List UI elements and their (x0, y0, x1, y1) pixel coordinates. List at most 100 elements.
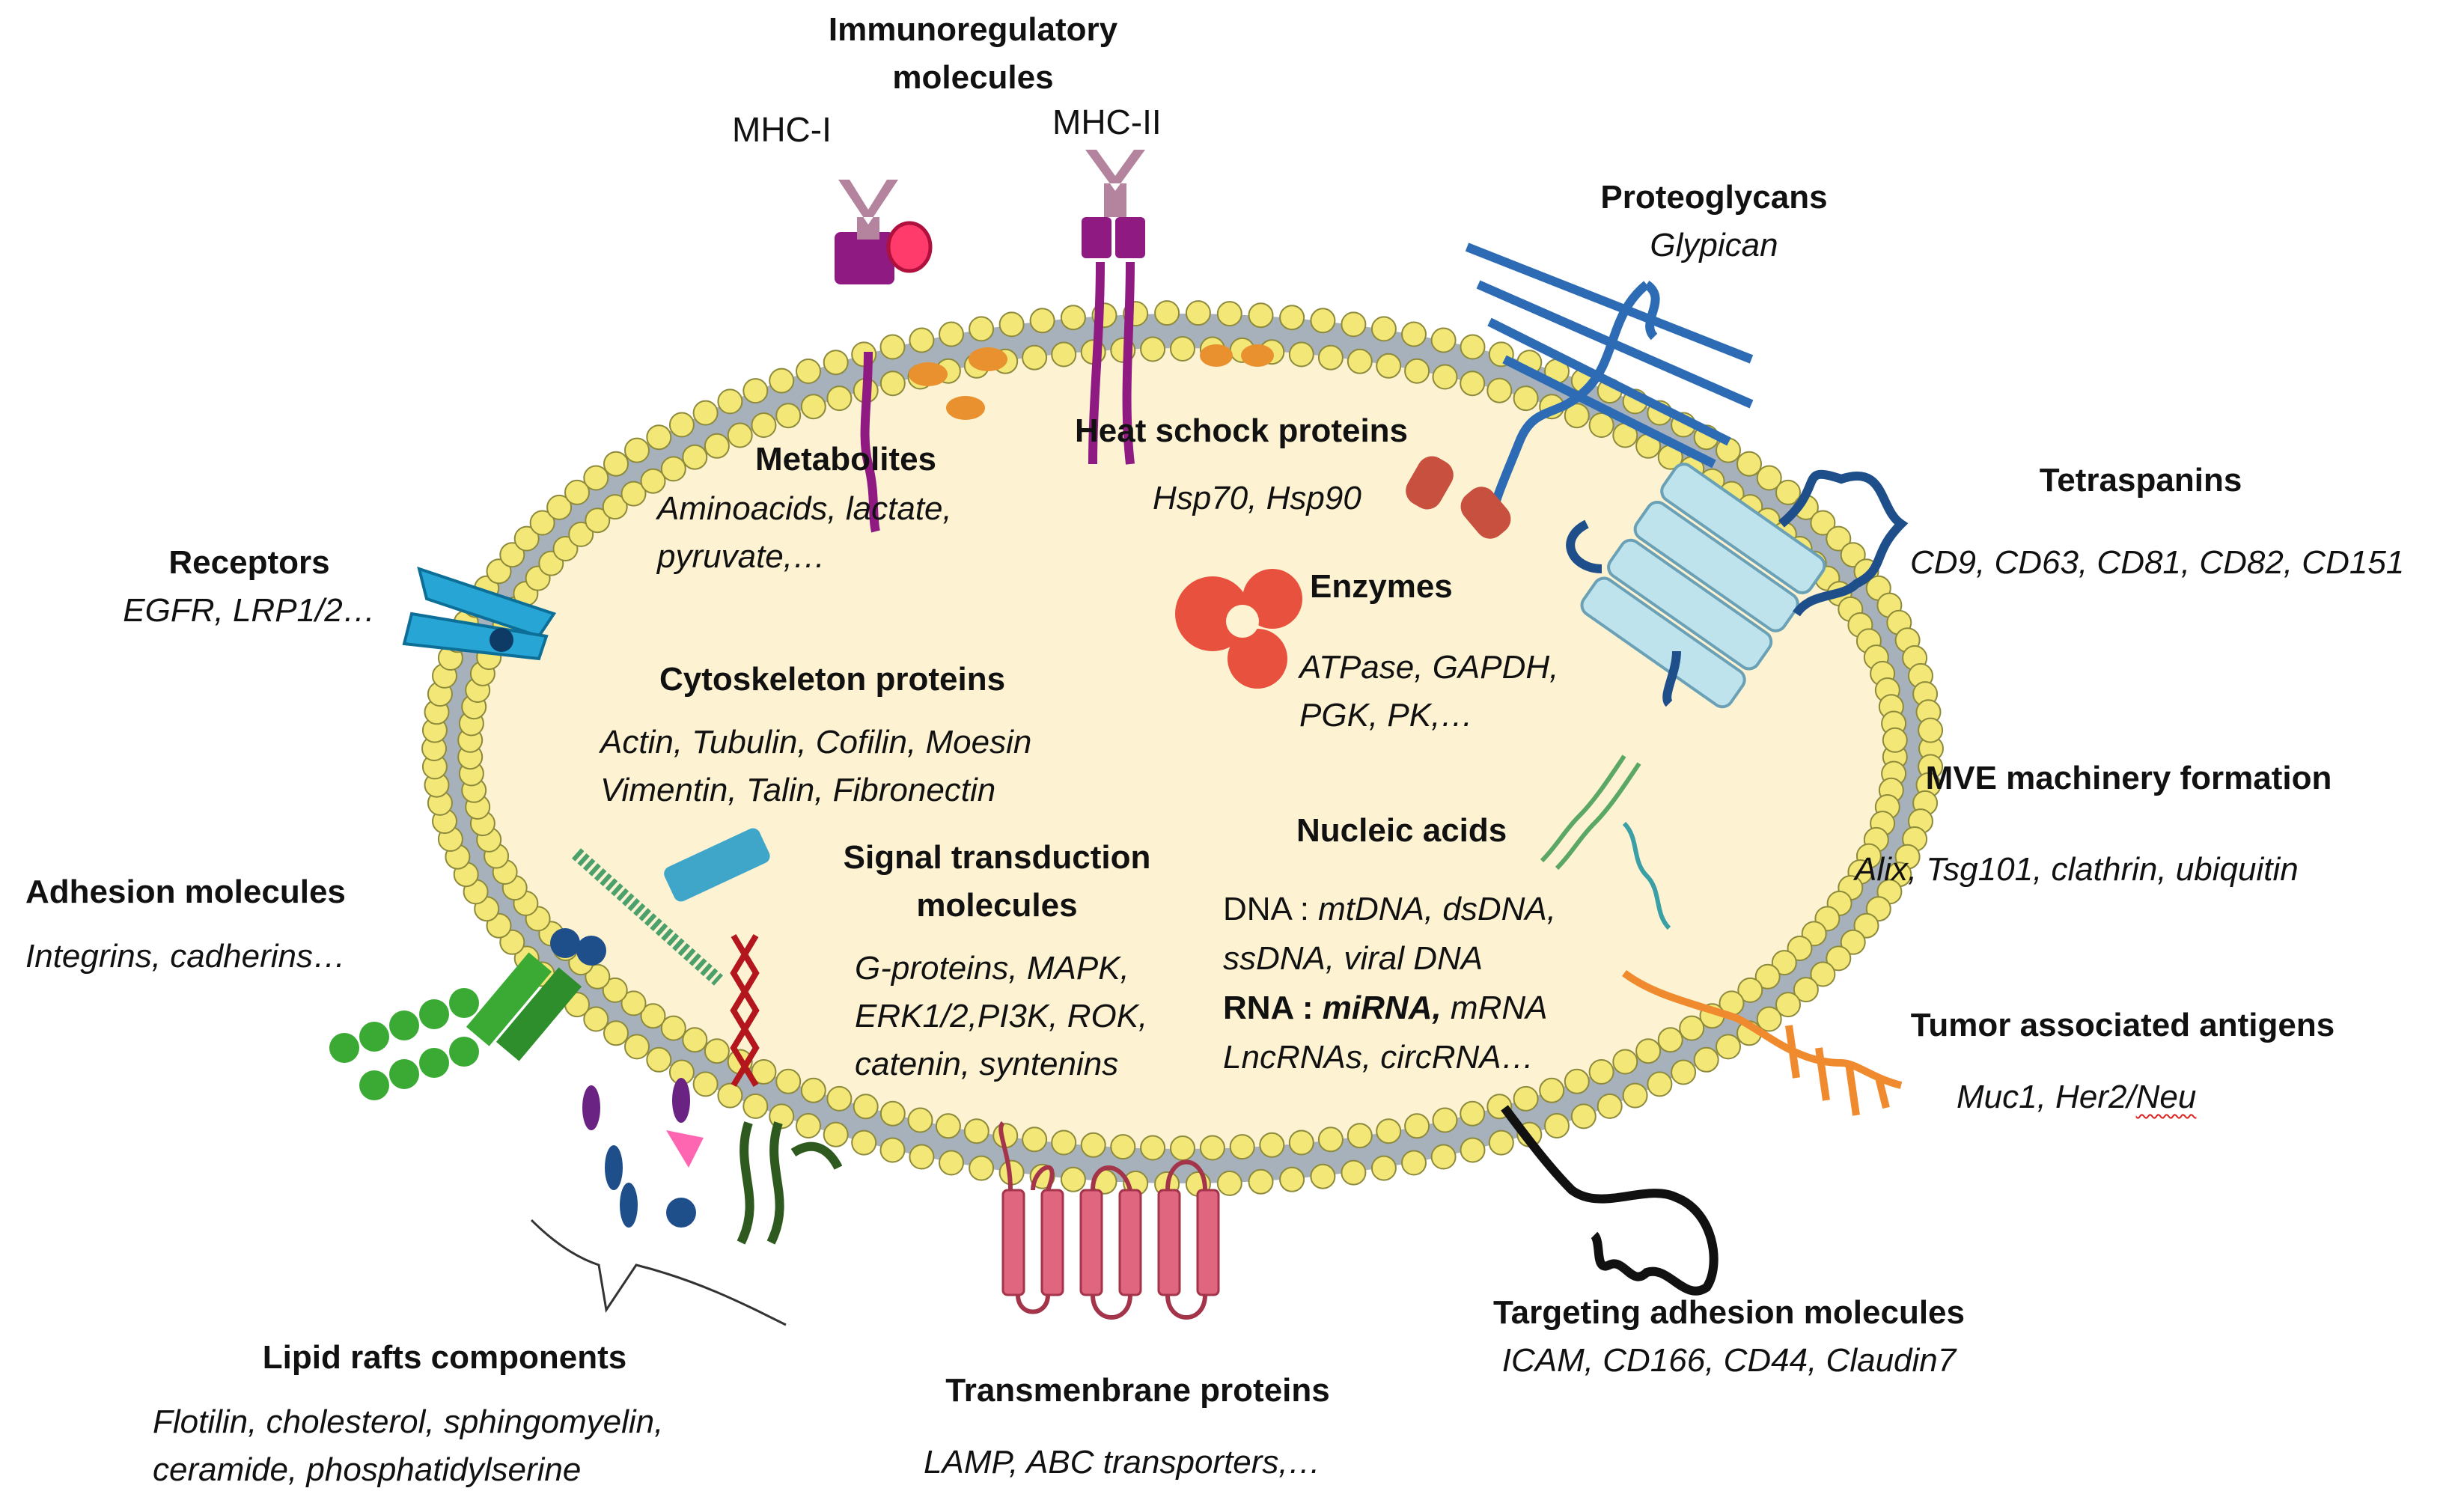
lipid-head (1279, 305, 1305, 331)
lipid-head (1248, 302, 1274, 329)
lipid-head (1051, 1130, 1077, 1156)
lipid-head (1060, 1166, 1086, 1192)
lipid-head (1460, 1137, 1486, 1163)
signal-title-2: molecules (916, 887, 1078, 924)
lipid-head (1279, 1166, 1305, 1192)
lipid-head (909, 1144, 935, 1170)
lipid-head (1679, 1015, 1705, 1041)
microtubule (664, 828, 770, 902)
lipid-head (1347, 1123, 1373, 1149)
lipid-head (775, 1068, 802, 1094)
lipid-head (1140, 336, 1166, 362)
adhesion-title: Adhesion molecules (25, 874, 346, 910)
lipid-head (583, 465, 609, 491)
immunoregulatory-title-1: Immunoregulatory (828, 11, 1118, 48)
lipid-head (1029, 308, 1055, 334)
lipid-head (646, 1046, 672, 1073)
lipid-head (646, 424, 672, 451)
tumor-sub-a: Muc1, Her2/ (1957, 1079, 2136, 1115)
lipid-head (1341, 311, 1367, 338)
hsp-proteins (1406, 456, 1511, 539)
targeting-sub: ICAM, CD166, CD44, Claudin7 (1501, 1342, 1957, 1379)
tetraspanins-examples: CD9, CD63, CD81, CD82, CD151 (1910, 539, 2404, 587)
nucleic-acids-label: Nucleic acids (1296, 807, 1507, 855)
proteoglycans-title: Proteoglycans (1600, 179, 1828, 216)
lipid-head (1401, 1150, 1427, 1176)
tetraspanins-sub: CD9, CD63, CD81, CD82, CD151 (1910, 544, 2405, 581)
enzymes-title: Enzymes (1310, 568, 1453, 605)
tetraspanins-title: Tetraspanins (2039, 462, 2242, 499)
mve-title: MVE machinery formation (1925, 760, 2332, 796)
tetraspanins-label: Tetraspanins (2040, 457, 2242, 504)
signal-line3: catenin, syntenins (855, 1046, 1119, 1082)
lipid-head (1756, 1006, 1782, 1032)
lipid-head (1810, 961, 1836, 987)
rna-line-1: RNA : miRNA, mRNA (1223, 984, 1556, 1033)
lipid-head (1051, 341, 1077, 368)
lipid-head (1775, 479, 1801, 505)
lipid-head (1022, 344, 1048, 371)
lipid-head (1229, 1134, 1255, 1160)
cytoskeleton-label: Cytoskeleton proteins (659, 656, 1005, 704)
lipid-head (1513, 1085, 1539, 1112)
tumor-antigen-protein (1622, 969, 1903, 1116)
lipid-head (1140, 1135, 1166, 1161)
lipid-head (796, 1113, 821, 1138)
lipid-head (1716, 1034, 1741, 1060)
lipid-head (486, 558, 512, 585)
lipid-head (668, 412, 695, 438)
lipid-head (879, 334, 906, 360)
lipid-head (796, 359, 821, 384)
lipid-head (727, 422, 753, 448)
mhc-i-label: MHC-I (732, 110, 832, 149)
mve-examples: Alix, Tsg101, clathrin, ubiquitin (1855, 846, 2299, 894)
cytoskeleton-line2: Vimentin, Talin, Fibronectin (600, 772, 996, 808)
lipid-head (704, 1038, 730, 1064)
lipid-head (1771, 950, 1797, 976)
cytoskeleton-title: Cytoskeleton proteins (659, 661, 1006, 698)
rna-types-2: LncRNAs, circRNA… (1223, 1039, 1534, 1076)
heat-shock-examples: Hsp70, Hsp90 (1153, 475, 1361, 522)
dna-label: DNA : (1223, 891, 1319, 927)
lipid-head (751, 1059, 777, 1085)
lipid-head (826, 385, 853, 412)
lipid-head (775, 403, 802, 429)
lipid-head (1635, 1038, 1662, 1064)
signal-line1: G-proteins, MAPK, (855, 950, 1129, 987)
lipid-head (1754, 963, 1781, 990)
lipid-head (585, 507, 611, 534)
lipid-head (602, 494, 628, 520)
lipid-head (1341, 1159, 1367, 1186)
lipid-head (564, 479, 590, 505)
lipid-head (742, 1093, 769, 1119)
lipid-head (1460, 1100, 1486, 1127)
lipid-head (1736, 451, 1762, 477)
metabolites-title: Metabolites (754, 441, 937, 478)
lipid-head (620, 481, 647, 507)
lipid-head (1080, 1132, 1106, 1158)
lipid-rafts-label: Lipid rafts components (263, 1334, 626, 1382)
lipid-head (851, 1130, 877, 1156)
lipid-head (717, 388, 743, 415)
lipid-rafts-line2: ceramide, phosphatidylserine (153, 1451, 582, 1488)
lipid-head (602, 977, 628, 1003)
lipid-head (1612, 1049, 1638, 1075)
lipid-head (1430, 327, 1457, 353)
tumor-title: Tumor associated antigens (1910, 1007, 2335, 1043)
proteoglycans-sub: Glypican (1650, 227, 1778, 263)
cytoskeleton-line1: Actin, Tubulin, Cofilin, Moesin (600, 724, 1032, 760)
lipid-head (1544, 1113, 1570, 1138)
lipid-head (499, 929, 525, 955)
lipid-head (751, 412, 777, 438)
lipid-head (1657, 1027, 1683, 1053)
adhesion-sub: Integrins, cadherins… (25, 938, 346, 975)
dna-types-1: mtDNA, dsDNA, (1318, 891, 1556, 927)
tumor-sub: Muc1, Her2/Neu (1957, 1073, 2196, 1121)
metabolites-label: Metabolites (755, 436, 936, 484)
lipid-raft-molecules (582, 1078, 843, 1245)
lipid-head (1460, 371, 1486, 397)
lipid-head (879, 1100, 906, 1127)
lipid-head (1060, 305, 1086, 331)
lipid-head (660, 456, 686, 482)
